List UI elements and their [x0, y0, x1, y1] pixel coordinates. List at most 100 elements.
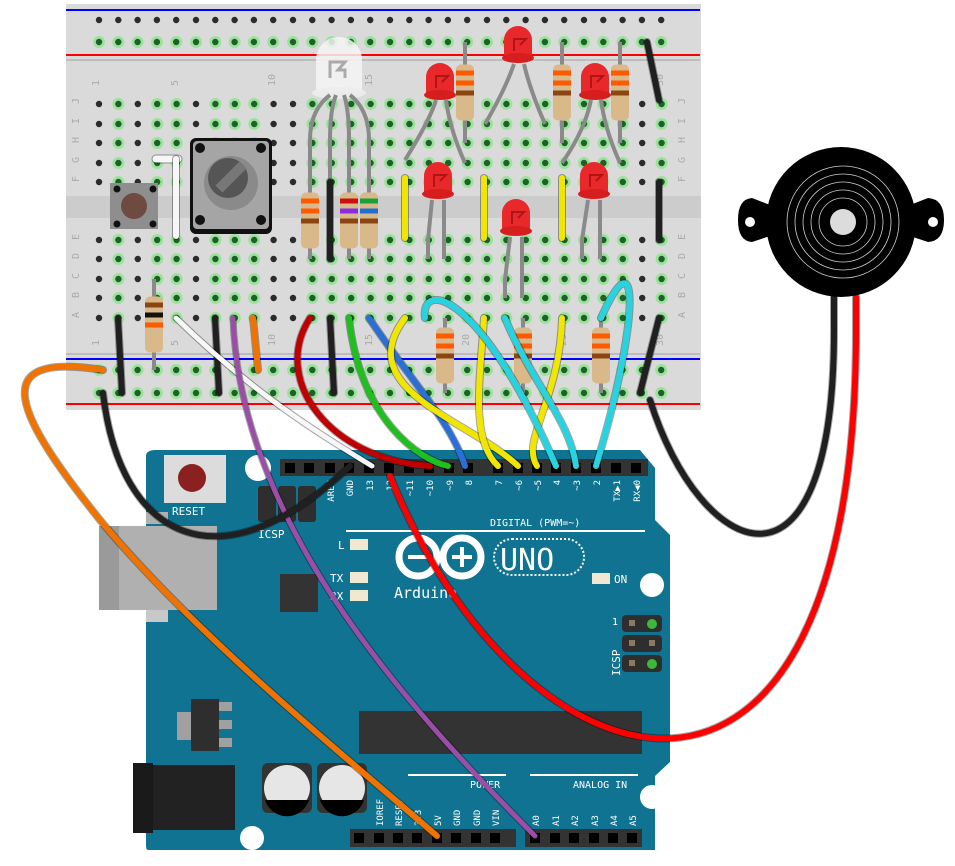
rail-hole[interactable]: [658, 366, 665, 374]
rail-hole[interactable]: [600, 38, 607, 46]
breadboard-hole[interactable]: [639, 159, 646, 167]
rail-hole[interactable]: [95, 16, 103, 24]
wire-green-pin9[interactable]: [346, 315, 451, 469]
breadboard-hole[interactable]: [192, 120, 200, 128]
rail-hole[interactable]: [444, 16, 452, 24]
breadboard-hole[interactable]: [134, 255, 141, 263]
reset-button-cap[interactable]: [178, 464, 206, 492]
breadboard-hole[interactable]: [464, 275, 471, 283]
breadboard-hole[interactable]: [483, 275, 491, 283]
breadboard-hole[interactable]: [522, 100, 529, 108]
breadboard-hole[interactable]: [483, 255, 491, 263]
breadboard-hole[interactable]: [503, 159, 510, 167]
breadboard-hole[interactable]: [192, 275, 200, 283]
rail-hole[interactable]: [134, 389, 141, 397]
breadboard-hole[interactable]: [580, 139, 588, 147]
digital-pin-socket[interactable]: [364, 463, 374, 473]
wire-yellow-pin5[interactable]: [529, 315, 565, 469]
breadboard-hole[interactable]: [231, 120, 238, 128]
rail-hole[interactable]: [289, 38, 297, 46]
breadboard-hole[interactable]: [134, 294, 141, 302]
breadboard-hole[interactable]: [95, 314, 103, 322]
power-pin-socket[interactable]: [451, 833, 461, 843]
rail-hole[interactable]: [541, 16, 549, 24]
rail-hole[interactable]: [270, 389, 277, 397]
breadboard-hole[interactable]: [639, 294, 646, 302]
rail-hole[interactable]: [289, 366, 297, 374]
breadboard-hole[interactable]: [503, 139, 510, 147]
breadboard-hole[interactable]: [522, 120, 529, 128]
breadboard-hole[interactable]: [619, 255, 626, 263]
breadboard-hole[interactable]: [154, 100, 161, 108]
rail-hole[interactable]: [192, 16, 200, 24]
breadboard-hole[interactable]: [115, 139, 122, 147]
wire-orange-rail[interactable]: [250, 315, 261, 373]
rail-hole[interactable]: [347, 389, 355, 397]
breadboard-hole[interactable]: [658, 159, 665, 167]
breadboard-hole[interactable]: [270, 314, 277, 322]
breadboard-hole[interactable]: [483, 139, 491, 147]
rail-hole[interactable]: [134, 38, 141, 46]
rail-hole[interactable]: [580, 38, 588, 46]
breadboard-hole[interactable]: [212, 255, 219, 263]
breadboard-hole[interactable]: [115, 120, 122, 128]
breadboard-hole[interactable]: [542, 100, 549, 108]
breadboard-hole[interactable]: [522, 178, 529, 186]
breadboard-hole[interactable]: [115, 275, 122, 283]
wire-blue-pin8[interactable]: [366, 315, 468, 469]
breadboard-hole[interactable]: [639, 178, 646, 186]
digital-pin-socket[interactable]: [384, 463, 394, 473]
breadboard-hole[interactable]: [639, 314, 646, 322]
breadboard-hole[interactable]: [386, 139, 394, 147]
breadboard-hole[interactable]: [580, 294, 588, 302]
rail-hole[interactable]: [250, 16, 258, 24]
breadboard-hole[interactable]: [386, 294, 394, 302]
wire-white-pin13[interactable]: [173, 315, 375, 469]
breadboard-hole[interactable]: [270, 120, 277, 128]
wire-black-rail[interactable]: [115, 315, 125, 396]
breadboard-hole[interactable]: [483, 159, 491, 167]
potentiometer[interactable]: [190, 138, 272, 234]
breadboard-hole[interactable]: [639, 120, 646, 128]
breadboard-hole[interactable]: [95, 178, 103, 186]
breadboard-hole[interactable]: [522, 294, 529, 302]
rail-hole[interactable]: [173, 16, 180, 24]
breadboard-hole[interactable]: [115, 159, 122, 167]
rail-hole[interactable]: [386, 16, 394, 24]
rail-hole[interactable]: [231, 38, 238, 46]
rail-hole[interactable]: [289, 16, 297, 24]
power-pin-socket[interactable]: [490, 833, 500, 843]
wire-black-rail[interactable]: [644, 39, 662, 103]
rail-hole[interactable]: [483, 366, 491, 374]
power-pin-socket[interactable]: [412, 833, 422, 843]
breadboard-hole[interactable]: [289, 275, 297, 283]
breadboard-hole[interactable]: [561, 294, 568, 302]
breadboard-hole[interactable]: [522, 236, 529, 244]
breadboard-hole[interactable]: [231, 255, 238, 263]
breadboard-hole[interactable]: [251, 236, 258, 244]
wire-yellow-pin6[interactable]: [387, 315, 521, 469]
breadboard-hole[interactable]: [464, 294, 471, 302]
breadboard-hole[interactable]: [251, 255, 258, 263]
rail-hole[interactable]: [619, 16, 626, 24]
breadboard-hole[interactable]: [445, 275, 452, 283]
rail-hole[interactable]: [658, 16, 665, 24]
rail-hole[interactable]: [309, 16, 316, 24]
power-pin-socket[interactable]: [471, 833, 481, 843]
breadboard-hole[interactable]: [542, 159, 549, 167]
breadboard-hole[interactable]: [348, 100, 355, 108]
rail-hole[interactable]: [173, 38, 180, 46]
breadboard-hole[interactable]: [619, 314, 626, 322]
breadboard-hole[interactable]: [95, 294, 103, 302]
breadboard-hole[interactable]: [95, 120, 103, 128]
breadboard-hole[interactable]: [406, 314, 413, 322]
breadboard-hole[interactable]: [95, 255, 103, 263]
breadboard-hole[interactable]: [542, 275, 549, 283]
breadboard-hole[interactable]: [425, 100, 432, 108]
rail-hole[interactable]: [561, 366, 568, 374]
breadboard-hole[interactable]: [561, 275, 568, 283]
breadboard-hole[interactable]: [386, 275, 394, 283]
breadboard-hole[interactable]: [95, 139, 103, 147]
rail-hole[interactable]: [231, 16, 238, 24]
pushbutton-cap[interactable]: [121, 193, 147, 219]
